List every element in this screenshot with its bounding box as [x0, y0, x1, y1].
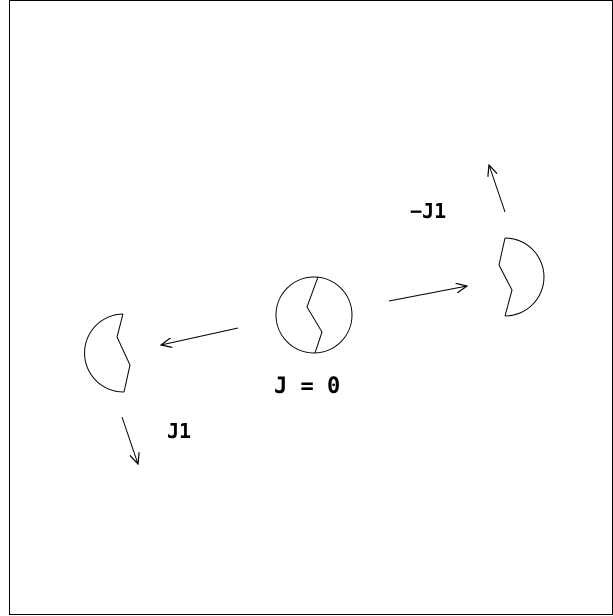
- left-fragment-label: J1: [167, 419, 191, 443]
- right-fragment-label: −J1: [410, 199, 446, 223]
- left-spin-arrow: [121, 416, 138, 464]
- center-label: J = 0: [274, 374, 340, 399]
- left-velocity-arrow: [161, 327, 239, 345]
- center-crack: [306, 276, 323, 354]
- center-sphere: [275, 276, 353, 354]
- right-fragment: [498, 237, 545, 317]
- right-velocity-arrow: [388, 286, 467, 302]
- frame-border: [9, 0, 613, 615]
- left-fragment: [84, 313, 131, 393]
- right-spin-arrow: [489, 165, 506, 213]
